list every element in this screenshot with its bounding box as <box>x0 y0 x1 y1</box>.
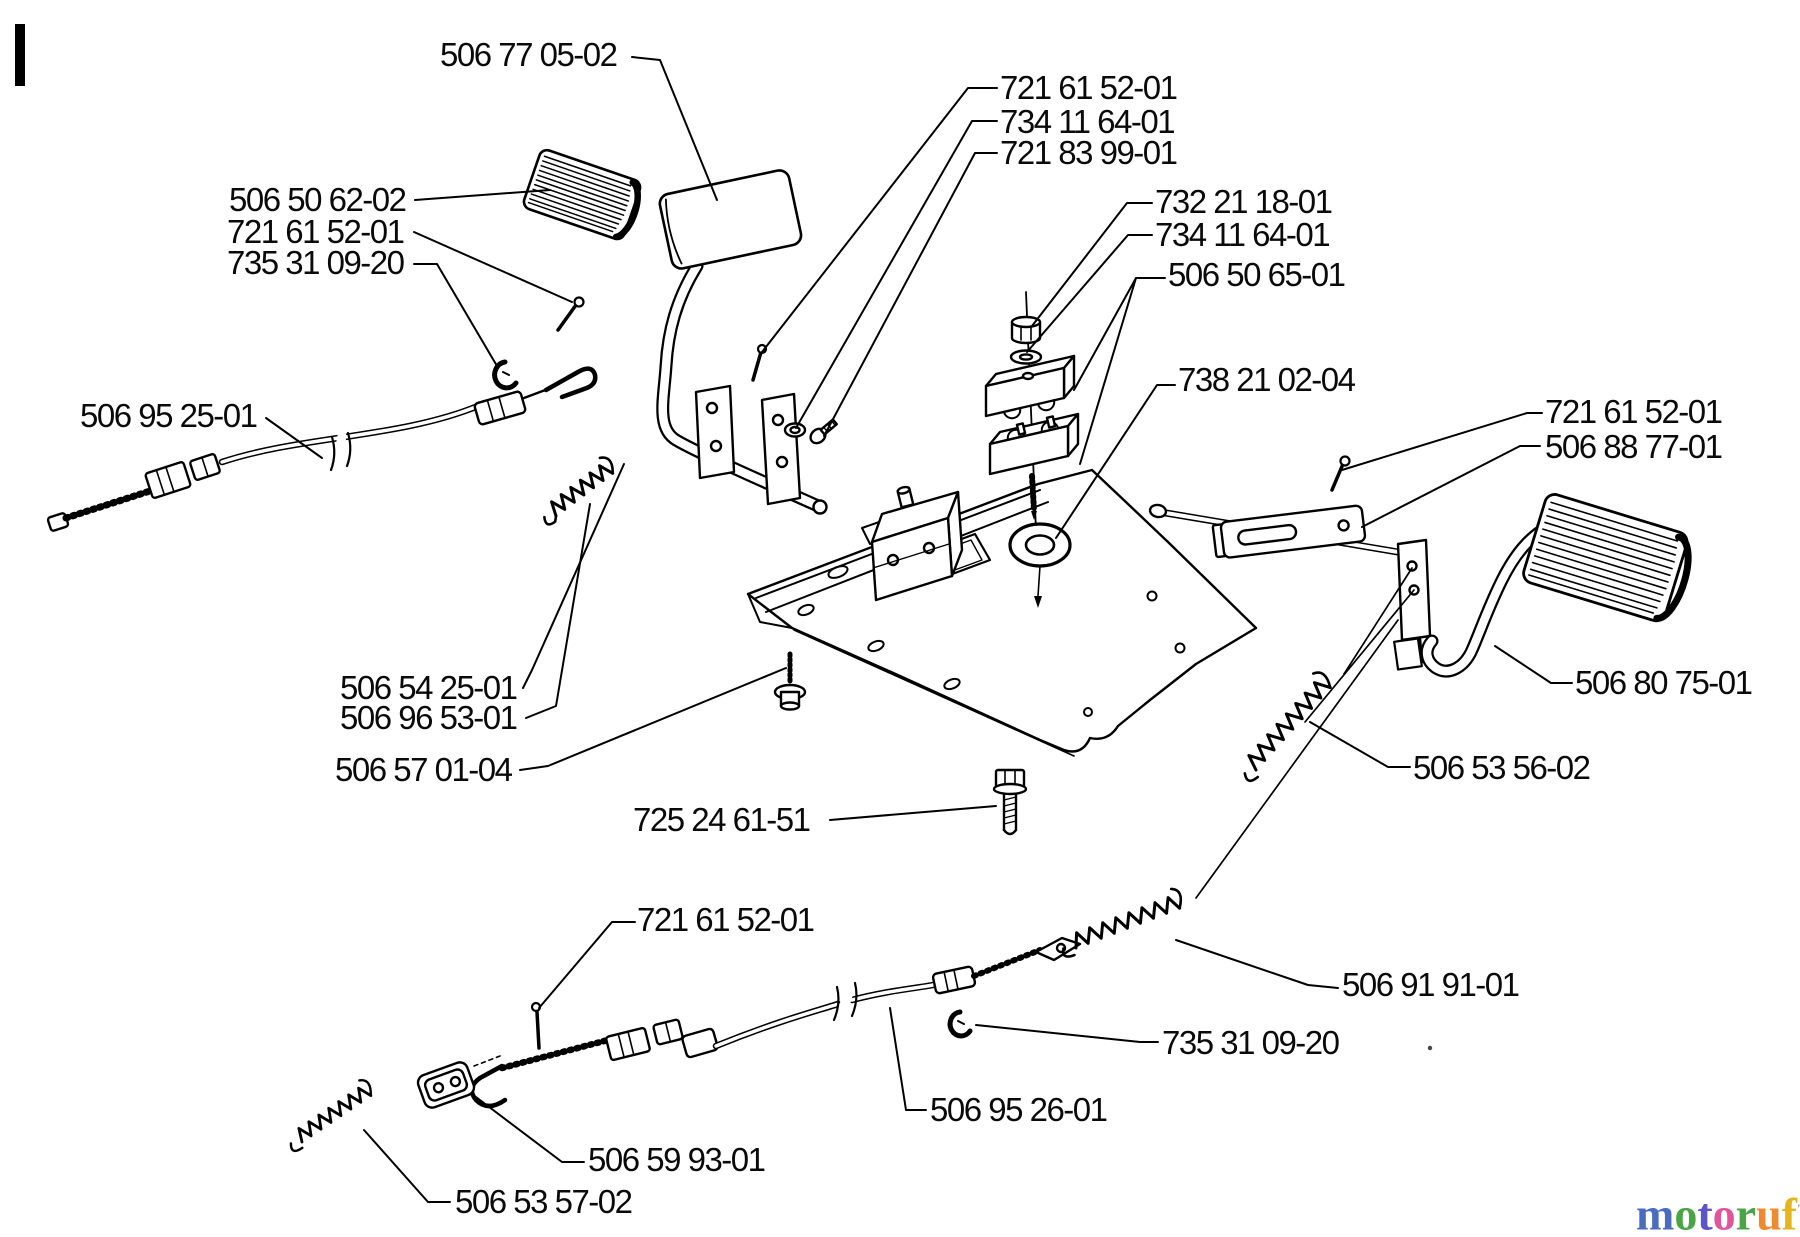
clevis <box>1034 936 1082 962</box>
part-label: 734 11 64-01 <box>1000 103 1176 140</box>
grommet <box>1008 522 1072 608</box>
screw-center <box>809 418 838 445</box>
part-label: 506 80 75-01 <box>1575 664 1753 701</box>
assembly-line <box>1304 589 1415 723</box>
motoruf-logo: motoruf''.de <box>1636 1186 1800 1237</box>
slotted-bracket <box>1211 504 1367 559</box>
right-pedal-arm <box>1393 515 1567 678</box>
part-label: 735 31 09-20 <box>227 244 405 281</box>
part-label: 506 91 91-01 <box>1342 966 1520 1003</box>
part-label: 506 53 57-02 <box>455 1183 633 1220</box>
flange-bolt <box>773 651 807 711</box>
pedal-pad-plain <box>658 169 803 270</box>
spring-center <box>543 456 615 526</box>
pedal-pad-ribbed-right <box>1522 493 1692 623</box>
logo-letter: f <box>1781 1188 1797 1237</box>
speck <box>1427 1045 1433 1051</box>
part-label: 506 50 62-02 <box>229 181 407 218</box>
hex-bolt <box>992 768 1028 836</box>
leader-lines <box>265 56 1573 1203</box>
part-label: 506 59 93-01 <box>588 1141 766 1178</box>
part-label: 721 61 52-01 <box>227 213 405 250</box>
part-label: 506 77 05-02 <box>440 36 618 73</box>
clamp-block-upper <box>984 354 1076 420</box>
pedal-pad-ribbed-left <box>522 148 642 241</box>
part-label: 721 61 52-01 <box>637 901 815 938</box>
logo-letter: t <box>1697 1188 1713 1237</box>
logo-letter: o <box>1674 1188 1698 1237</box>
part-label: 506 96 53-01 <box>340 699 518 736</box>
part-label: 732 21 18-01 <box>1155 183 1333 220</box>
assembly-line <box>1343 567 1413 675</box>
part-label: 721 61 52-01 <box>1000 69 1178 106</box>
logo-trademark-mark: '' <box>1797 1201 1800 1216</box>
cotter-pin-bottom <box>530 1001 542 1050</box>
logo-letter: m <box>1636 1188 1675 1237</box>
spring-bottom-right <box>1061 619 1399 958</box>
pivot-bracket-left <box>694 384 802 506</box>
cable-left <box>46 366 598 532</box>
part-label: 721 61 52-01 <box>1545 393 1723 430</box>
cable-clamp <box>416 1055 501 1109</box>
part-label: 506 95 25-01 <box>80 397 258 434</box>
cotter-pin-right <box>1330 455 1351 492</box>
left-pedal-arm <box>656 259 828 515</box>
logo-letter: r <box>1735 1188 1757 1237</box>
corner-marker-bar <box>15 24 25 86</box>
microswitch <box>870 485 964 602</box>
cotter-pin-left <box>556 296 585 332</box>
part-label: 506 88 77-01 <box>1545 428 1723 465</box>
washer-734116401 <box>1009 349 1043 365</box>
part-label: 506 57 01-04 <box>335 751 513 788</box>
logo-letter: o <box>1712 1188 1736 1237</box>
spring-right <box>1243 671 1332 783</box>
spring-bottom-left <box>289 1078 373 1153</box>
part-label: 725 24 61-51 <box>633 801 811 838</box>
e-clip-bottom <box>947 1009 973 1039</box>
part-label: 735 31 09-20 <box>1162 1024 1340 1061</box>
clamp-screw-threads <box>1029 473 1037 513</box>
part-label: 721 83 99-01 <box>1000 134 1178 171</box>
part-label: 506 50 65-01 <box>1168 256 1346 293</box>
logo-letter: u <box>1756 1188 1782 1237</box>
e-clip-left <box>492 359 519 391</box>
part-label: 506 54 25-01 <box>340 669 518 706</box>
part-label: 734 11 64-01 <box>1155 216 1331 253</box>
washer-center <box>783 422 807 438</box>
part-label: 506 53 56-02 <box>1413 749 1591 786</box>
part-label: 506 95 26-01 <box>930 1091 1108 1128</box>
clamp-block-lower <box>988 412 1080 476</box>
part-label: 738 21 02-04 <box>1178 361 1356 398</box>
cable-bottom <box>469 936 1082 1109</box>
